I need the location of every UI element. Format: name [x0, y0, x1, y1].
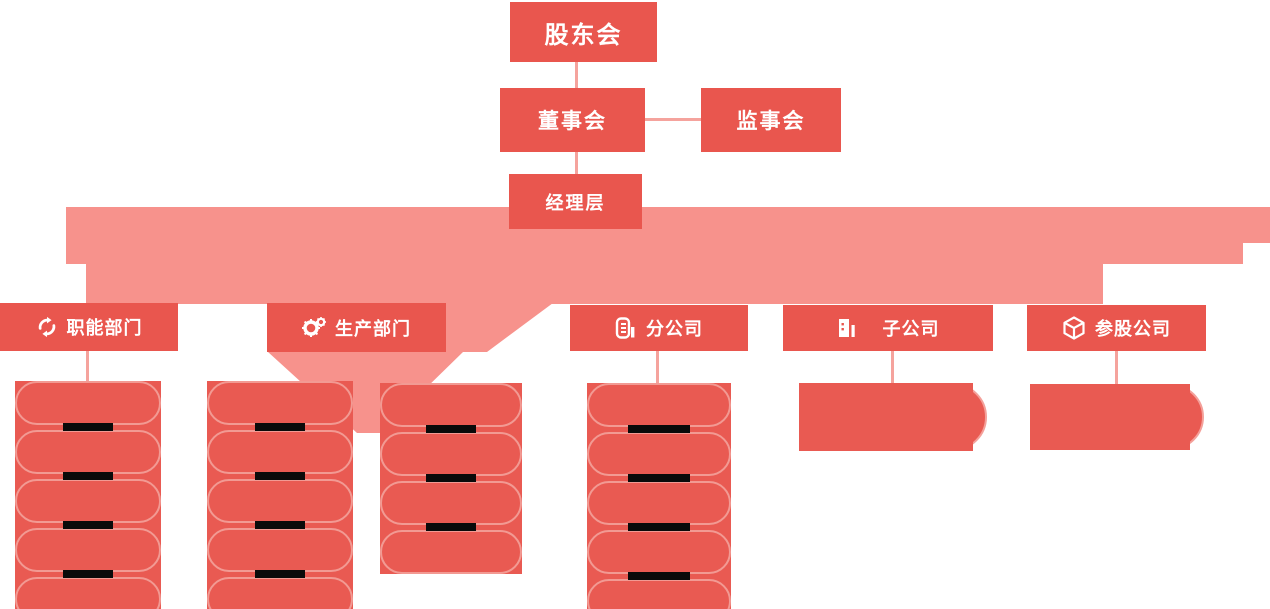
circular-arrows-icon [36, 316, 58, 338]
node-label: 监事会 [736, 110, 806, 133]
pill-divider [63, 472, 113, 480]
dept-header-subsidiary-company[interactable]: 子公司 [783, 305, 993, 351]
pill-divider [255, 472, 305, 480]
connector-line-branch-items [656, 350, 659, 384]
pill-item[interactable] [207, 430, 353, 474]
pill-item[interactable] [587, 432, 731, 476]
pill-divider [63, 570, 113, 578]
pill-divider [628, 572, 690, 580]
connector-line-invested-item [1115, 350, 1118, 385]
pill-column-branch [587, 383, 731, 609]
pill-divider [628, 523, 690, 531]
dept-header-production[interactable]: 生产部门 [267, 303, 446, 352]
pill-item[interactable] [587, 579, 731, 609]
node-label: 股东会 [544, 21, 623, 49]
cube-icon [1062, 316, 1086, 340]
dept-header-functional[interactable]: 职能部门 [0, 303, 178, 351]
connector-line-shareholders-board [575, 61, 578, 89]
pill-item[interactable] [380, 530, 522, 574]
pill-divider [426, 523, 476, 531]
pill-divider [628, 425, 690, 433]
connector-line-subsidiary-item [891, 350, 894, 384]
node-label: 董事会 [538, 110, 607, 133]
pill-item-subsidiary[interactable] [799, 383, 987, 451]
pill-item[interactable] [380, 432, 522, 476]
pill-item[interactable] [207, 577, 353, 609]
pill-divider [255, 521, 305, 529]
dept-label: 职能部门 [66, 318, 143, 338]
node-supervisory-board[interactable]: 监事会 [701, 88, 841, 152]
pill-item-invested[interactable] [1030, 384, 1204, 450]
pill-divider [63, 521, 113, 529]
connector-line-functional-items [86, 350, 89, 382]
pill-item[interactable] [587, 481, 731, 525]
dept-header-invested-company[interactable]: 参股公司 [1027, 305, 1206, 351]
pill-item[interactable] [15, 381, 161, 425]
dept-header-branch-company[interactable]: 分公司 [570, 305, 748, 351]
gears-icon [302, 316, 326, 340]
pill-item[interactable] [207, 528, 353, 572]
pill-item[interactable] [207, 381, 353, 425]
pill-item[interactable] [207, 479, 353, 523]
pill-divider [255, 570, 305, 578]
pill-column-functional [15, 381, 161, 609]
dept-label: 分公司 [646, 319, 703, 339]
pill-item[interactable] [15, 577, 161, 609]
pill-item[interactable] [15, 430, 161, 474]
pill-item[interactable] [15, 528, 161, 572]
pill-item[interactable] [15, 479, 161, 523]
pill-item[interactable] [380, 383, 522, 427]
node-label: 经理层 [545, 192, 606, 213]
pill-column-production-1 [207, 381, 353, 609]
pill-item[interactable] [587, 530, 731, 574]
dept-label: 子公司 [882, 319, 940, 339]
node-board-of-directors[interactable]: 董事会 [500, 88, 645, 152]
pill-divider [255, 423, 305, 431]
pill-column-production-2 [380, 383, 522, 574]
node-shareholders-meeting[interactable]: 股东会 [510, 2, 657, 62]
pill-divider [63, 423, 113, 431]
pill-item[interactable] [380, 481, 522, 525]
connector-line-board-management [575, 151, 578, 175]
dept-label: 生产部门 [335, 318, 411, 339]
building-solid-icon [837, 316, 857, 340]
pill-divider [426, 425, 476, 433]
connector-line-board-supervisors [645, 118, 702, 121]
pill-divider [628, 474, 690, 482]
pill-item[interactable] [587, 383, 731, 427]
building-outline-icon [615, 316, 637, 340]
node-management-layer[interactable]: 经理层 [509, 174, 642, 229]
dept-label: 参股公司 [1095, 319, 1171, 339]
pill-divider [426, 474, 476, 482]
